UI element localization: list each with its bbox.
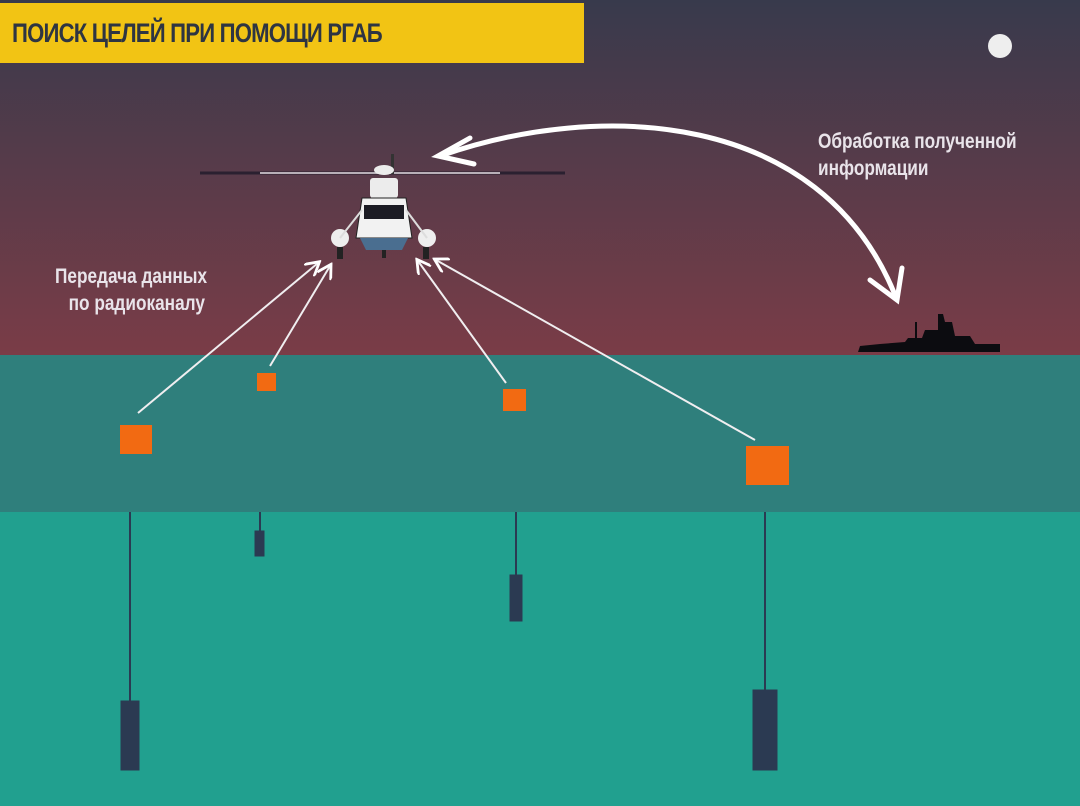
hydrophone-4	[752, 689, 778, 771]
buoys	[120, 373, 789, 485]
processing-label-line-1: Обработка полученной	[818, 130, 1017, 153]
transmission-label-line-1: Передача данных	[55, 265, 208, 288]
arrow-buoy-2	[269, 266, 330, 367]
arrow-buoy-4	[436, 260, 756, 441]
helicopter-icon	[200, 154, 565, 259]
processing-label: Обработка полученной информации	[818, 128, 1017, 182]
buoy-3	[503, 389, 526, 411]
exchange-arrow	[431, 123, 905, 305]
processing-label-line-2: информации	[818, 157, 929, 180]
hydrophones	[120, 512, 778, 771]
buoy-1	[120, 425, 152, 454]
hydrophone-1	[120, 700, 140, 771]
ship-icon	[858, 314, 1000, 352]
moon-icon	[988, 34, 1012, 58]
buoy-4	[746, 446, 789, 485]
transmission-arrows	[137, 260, 756, 441]
hydrophone-2	[254, 530, 265, 557]
page-title: ПОИСК ЦЕЛЕЙ ПРИ ПОМОЩИ РГАБ	[12, 17, 383, 48]
hydrophone-3	[509, 574, 523, 622]
deep-water	[0, 512, 1080, 806]
arrow-buoy-3	[418, 261, 507, 384]
buoy-2	[257, 373, 276, 391]
arrow-buoy-1	[137, 263, 318, 414]
transmission-label-line-2: по радиоканалу	[68, 292, 205, 315]
surface-water	[0, 355, 1080, 512]
transmission-label: Передача данных по радиоканалу	[55, 263, 207, 317]
title-banner: ПОИСК ЦЕЛЕЙ ПРИ ПОМОЩИ РГАБ	[0, 3, 584, 63]
